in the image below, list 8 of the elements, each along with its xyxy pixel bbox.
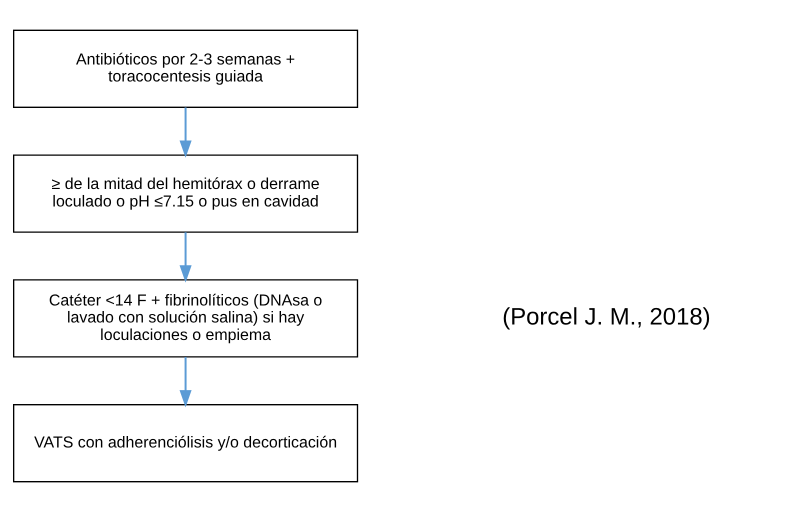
node-box: Antibióticos por 2-3 semanas + toracocentesis guiada — [12, 30, 358, 108]
node-box: ≥ de la mitad del hemitórax o derrame loculado o pH ≤7.15 o pus en cavidad — [12, 154, 358, 233]
arrow — [180, 107, 192, 158]
arrow — [180, 232, 192, 283]
label: (Porcel J. M., 2018) — [502, 303, 711, 330]
arrow — [180, 357, 192, 408]
node-box: VATS con adherenciólisis y/o decorticación — [12, 404, 358, 482]
node-box: Catéter <14 F + fibrinolíticos (DNAsa o lavado con solución salina) si hay loculaciones o empiema — [12, 279, 358, 358]
